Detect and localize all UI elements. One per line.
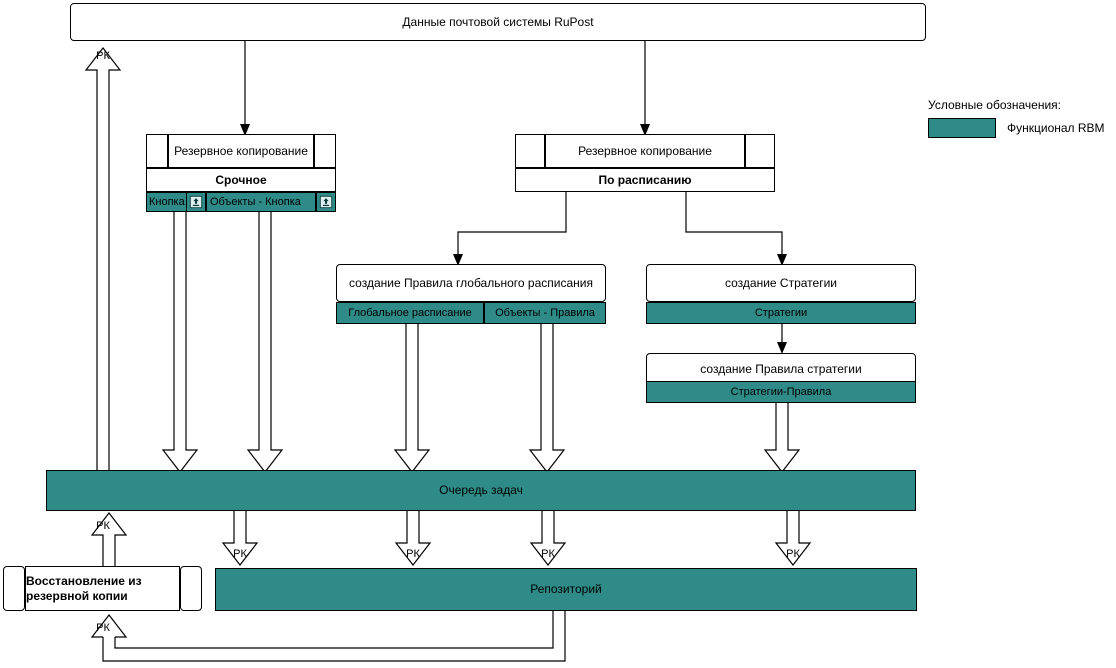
blockarrow-objects-button-to-queue: [246, 212, 284, 473]
global-rule-header-label: создание Правила глобального расписания: [349, 275, 593, 290]
node-urgent-cell-objects-button[interactable]: Объекты - Кнопка: [206, 192, 316, 212]
upload-icon[interactable]: [186, 192, 206, 212]
arrowhead-scheduled: [640, 124, 650, 136]
restore-label: Восстановление из резервной копии: [26, 573, 142, 603]
urgent-right-stub: [314, 134, 336, 168]
node-rupost-data[interactable]: Данные почтовой системы RuPost: [70, 3, 926, 41]
scheduled-subtitle-label: По расписанию: [598, 173, 692, 187]
blockarrow-queue-to-repo-2: [394, 511, 432, 566]
connector-repo-to-restore-inner: [114, 611, 554, 649]
connector-scheduled-to-globalrule: [457, 192, 567, 258]
repository-label: Репозиторий: [530, 582, 602, 596]
blockarrow-objects-rules-to-queue: [528, 324, 566, 473]
strategy-header-label: создание Стратегии: [725, 275, 837, 290]
scheduled-right-stub: [745, 134, 775, 168]
scheduled-left-stub: [515, 134, 545, 168]
restore-right-stub: [180, 566, 202, 611]
legend-swatch-rbm: [928, 118, 996, 138]
blockarrow-restore-to-queue: [90, 512, 128, 566]
urgent-backup-header-label: Резервное копирование: [174, 144, 308, 158]
upload-icon-2[interactable]: [316, 192, 336, 212]
strategy-cell-label: Стратегии: [754, 307, 808, 319]
restore-left-stub: [3, 566, 25, 611]
node-rupost-data-label: Данные почтовой системы RuPost: [402, 14, 594, 29]
arrowhead-strategy: [777, 254, 787, 266]
scheduled-backup-header-label: Резервное копирование: [578, 144, 712, 158]
legend-title: Условные обозначения:: [928, 98, 1061, 112]
blockarrow-strategy-rules-to-queue: [763, 402, 801, 473]
blockarrow-button-to-queue: [161, 212, 199, 473]
node-urgent-backup-header[interactable]: Резервное копирование: [168, 134, 314, 168]
node-scheduled-backup-header[interactable]: Резервное копирование: [545, 134, 745, 168]
rk-label-repo-1: РК: [233, 548, 247, 560]
legend-item-rbm: Функционал RBM: [1007, 121, 1105, 135]
global-rule-cell-schedule-label: Глобальное расписание: [348, 307, 472, 319]
rk-label-repo-restore: РК: [96, 622, 110, 634]
node-scheduled-subtitle: По расписанию: [515, 168, 775, 192]
node-restore[interactable]: Восстановление из резервной копии: [25, 566, 180, 611]
connector-scheduled-to-strategy: [685, 192, 783, 258]
blockarrow-queue-to-repo-1: [221, 511, 259, 566]
arrowhead-strategyrule: [777, 342, 787, 354]
strategy-rule-cell-label: Стратегии-Правила: [730, 386, 832, 398]
blockarrow-repo-to-restore: [90, 614, 128, 638]
upload-icon-glyph-2: [319, 195, 333, 209]
global-rule-cell-objects-label: Объекты - Правила: [495, 307, 595, 319]
arrowhead-urgent: [240, 124, 250, 136]
node-strategy-header[interactable]: создание Стратегии: [646, 264, 916, 302]
rk-label-restore-queue: РК: [96, 520, 110, 532]
node-global-rule-header[interactable]: создание Правила глобального расписания: [336, 264, 606, 302]
rk-label-repo-4: РК: [786, 548, 800, 560]
connector-repo-to-restore-outer: [102, 611, 566, 662]
blockarrow-global-schedule-to-queue: [393, 324, 431, 473]
strategy-rule-header-label: создание Правила стратегии: [700, 361, 862, 376]
task-queue-label: Очередь задач: [439, 483, 523, 497]
urgent-cell-objects-button-label: Объекты - Кнопка: [210, 196, 301, 208]
node-task-queue[interactable]: Очередь задач: [46, 470, 916, 511]
node-repository[interactable]: Репозиторий: [215, 568, 917, 611]
rk-label-title: РК: [96, 50, 110, 62]
node-strategy-rule-cell[interactable]: Стратегии-Правила: [646, 381, 916, 403]
urgent-cell-button-label: Кнопка: [149, 196, 185, 208]
urgent-subtitle-label: Срочное: [215, 173, 267, 187]
legend-item-rbm-label: Функционал RBM: [1007, 121, 1105, 135]
node-urgent-subtitle: Срочное: [146, 168, 336, 192]
rk-label-repo-2: РК: [406, 548, 420, 560]
node-global-rule-cell-schedule[interactable]: Глобальное расписание: [336, 302, 484, 324]
arrowhead-globalrule: [453, 254, 463, 266]
upload-icon-glyph: [189, 195, 203, 209]
urgent-left-stub: [146, 134, 168, 168]
rk-label-repo-3: РК: [541, 548, 555, 560]
node-global-rule-cell-objects[interactable]: Объекты - Правила: [484, 302, 606, 324]
blockarrow-queue-to-repo-4: [774, 511, 812, 566]
rk-label-group: РК РК РК РК РК РК РК: [96, 50, 800, 634]
blockarrow-queue-to-repo-3: [529, 511, 567, 566]
node-strategy-cell[interactable]: Стратегии: [646, 302, 916, 324]
blockarrow-left-to-title: [84, 47, 122, 511]
legend-title-label: Условные обозначения:: [928, 98, 1061, 112]
